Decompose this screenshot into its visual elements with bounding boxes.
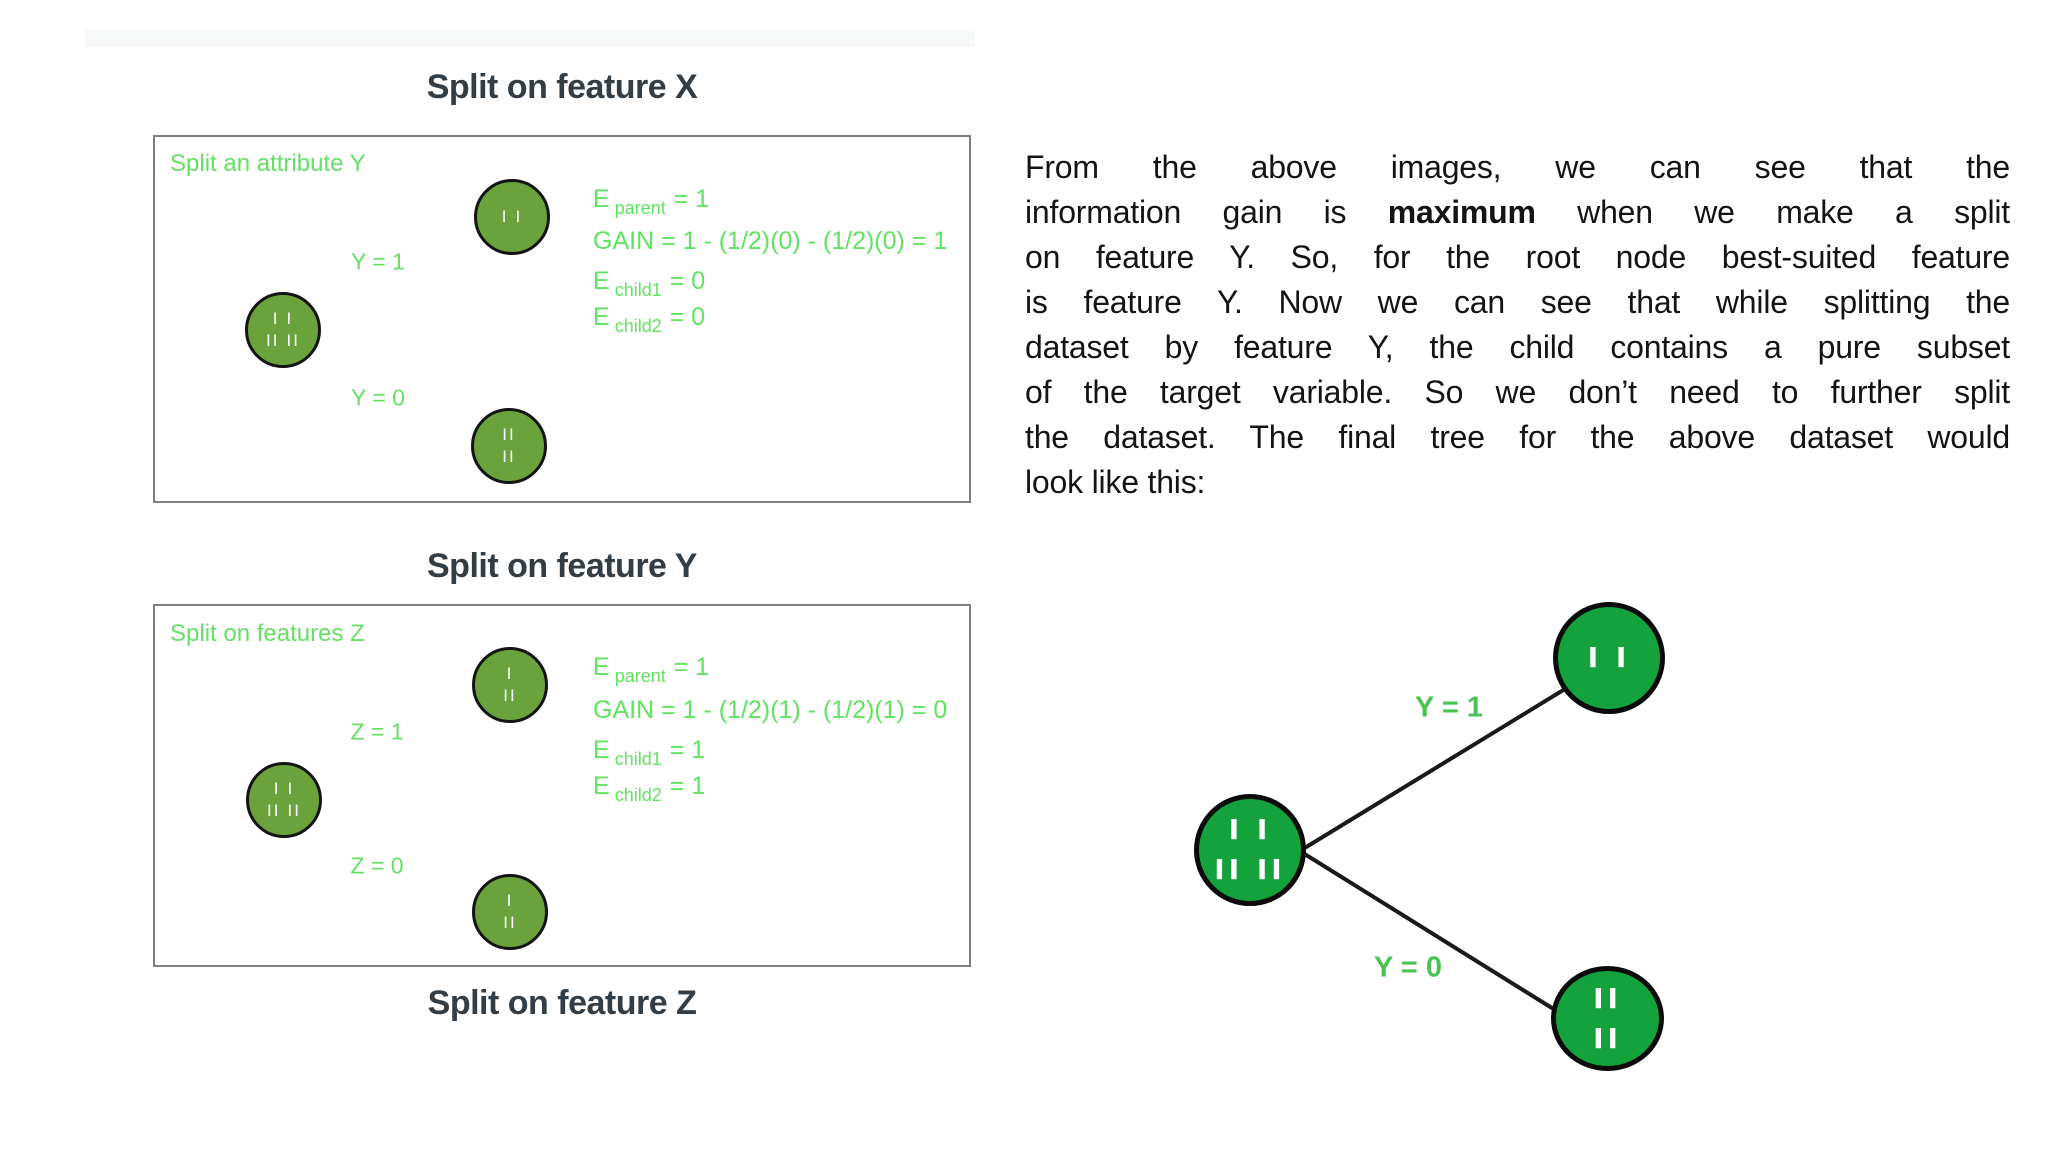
- node-line: I: [506, 891, 514, 910]
- box2-edge-bottom-label: Z = 0: [350, 852, 404, 879]
- box2-child-bottom-node: I II: [472, 874, 548, 950]
- formula-main: E: [593, 653, 610, 681]
- box1-edge-bottom-label: Y = 0: [351, 384, 405, 411]
- node-line: I I: [501, 207, 523, 226]
- paragraph-line: is feature Y. Now we can see that while …: [1025, 284, 2010, 320]
- box2-label: Split on features Z: [170, 620, 365, 647]
- formula-rest: = 1: [673, 185, 710, 213]
- paragraph-text: information gain is: [1025, 194, 1388, 230]
- final-tree-root-node: I I II II: [1194, 794, 1306, 906]
- formula-sub: child1: [614, 749, 662, 769]
- node-line: II: [502, 447, 516, 466]
- node-line: I I: [273, 779, 295, 798]
- paragraph-bold-text: maximum: [1387, 194, 1536, 230]
- body-paragraph: From the above images, we can see that t…: [1025, 145, 2010, 505]
- final-tree-child-top-node: I I: [1553, 602, 1665, 714]
- node-line: II: [1593, 1021, 1622, 1055]
- node-line: II: [503, 913, 517, 932]
- box1-label: Split an attribute Y: [170, 150, 366, 177]
- box1-parent-node: I I II II: [245, 292, 321, 368]
- figure-title-split-y: Split on feature Y: [427, 547, 697, 585]
- paragraph-line: dataset by feature Y, the child contains…: [1025, 329, 2010, 365]
- formula-main: E: [593, 772, 610, 800]
- box2-edge-top-label: Z = 1: [350, 718, 404, 745]
- paragraph-line: information gain is maximum when we make…: [1025, 190, 2010, 235]
- node-line: I I: [1228, 813, 1272, 846]
- paragraph-text: when we make a split: [1535, 194, 2010, 230]
- node-line: I I: [1587, 641, 1631, 674]
- formula-sub: child2: [614, 785, 662, 805]
- node-line: I: [506, 664, 514, 683]
- formula-main: GAIN = 1 - (1/2)(0) - (1/2)(0) = 1: [593, 227, 948, 255]
- formula-sub: parent: [614, 666, 666, 686]
- formula-main: E: [593, 736, 610, 764]
- node-line: II: [503, 686, 517, 705]
- node-line: II II: [266, 331, 300, 350]
- final-edge-bottom: [1301, 851, 1562, 1015]
- paragraph-line: the dataset. The final tree for the abov…: [1025, 419, 2010, 455]
- formula-sub: parent: [614, 198, 666, 218]
- paragraph-line: on feature Y. So, for the root node best…: [1025, 239, 2010, 275]
- formula-main: E: [593, 267, 610, 295]
- paragraph-line: look like this:: [1025, 464, 1206, 500]
- box2-formula-gain: GAIN = 1 - (1/2)(1) - (1/2)(1) = 0: [593, 696, 947, 725]
- formula-main: E: [593, 303, 610, 331]
- box1-edge-top-label: Y = 1: [351, 248, 405, 275]
- box1-formula-gain: GAIN = 1 - (1/2)(0) - (1/2)(0) = 1: [593, 227, 947, 256]
- node-line: II II: [1214, 853, 1286, 886]
- final-edge-bottom-label: Y = 0: [1374, 951, 1442, 984]
- box2-parent-node: I I II II: [246, 762, 322, 838]
- formula-rest: = 0: [669, 303, 706, 331]
- box1-child-bottom-node: II II: [471, 408, 547, 484]
- formula-main: E: [593, 185, 610, 213]
- formula-rest: = 1: [669, 772, 706, 800]
- node-line: II: [502, 425, 516, 444]
- paragraph-line: of the target variable. So we don’t need…: [1025, 374, 2010, 410]
- formula-rest: = 1: [669, 736, 706, 764]
- final-tree-child-bottom-node: II II: [1551, 966, 1664, 1071]
- box1-child-top-node: I I: [474, 179, 550, 255]
- formula-sub: child1: [614, 280, 662, 300]
- paragraph-line: From the above images, we can see that t…: [1025, 149, 2010, 185]
- top-strip-decoration: [85, 30, 975, 47]
- formula-rest: = 1: [673, 653, 710, 681]
- formula-main: GAIN = 1 - (1/2)(1) - (1/2)(1) = 0: [593, 696, 948, 724]
- formula-sub: child2: [614, 316, 662, 336]
- formula-rest: = 0: [669, 267, 706, 295]
- figure-title-split-z: Split on feature Z: [427, 984, 697, 1022]
- node-line: I I: [272, 309, 294, 328]
- node-line: II: [1593, 981, 1622, 1015]
- box2-child-top-node: I II: [472, 647, 548, 723]
- node-line: II II: [267, 801, 301, 820]
- final-edge-top-label: Y = 1: [1415, 691, 1483, 724]
- figure-title-split-x: Split on feature X: [426, 68, 698, 106]
